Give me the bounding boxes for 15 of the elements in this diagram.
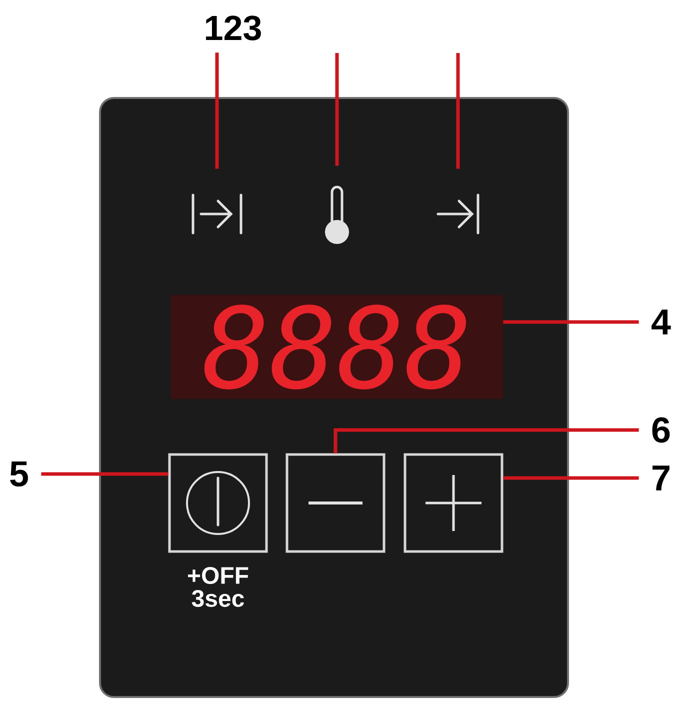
callout-number: 4 [652, 310, 671, 334]
callout-number: 5 [10, 461, 28, 487]
leader-line [334, 428, 639, 454]
callout-number: 123 [206, 16, 261, 40]
callout-number: 6 [652, 417, 670, 443]
leader-line [503, 320, 639, 324]
leader-line [215, 52, 219, 169]
button-caption: +OFF 3sec [188, 567, 248, 608]
thermometer-icon [325, 186, 349, 244]
leader-line [335, 53, 339, 166]
leader-line [41, 472, 168, 476]
callout-number: 7 [652, 466, 670, 490]
led-display: 8888 [171, 295, 503, 399]
leader-line [456, 53, 460, 169]
leader-line [503, 476, 639, 480]
